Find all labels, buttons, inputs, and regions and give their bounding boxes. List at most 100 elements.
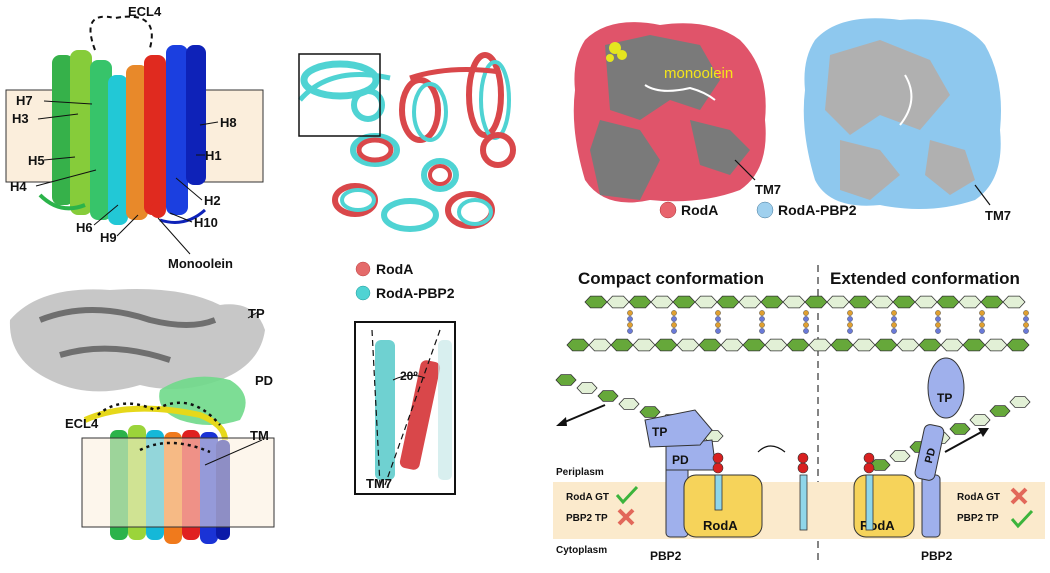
inset-tm7-label: TM7 bbox=[366, 476, 392, 491]
glycan-sugar bbox=[786, 338, 810, 352]
arrow-left bbox=[559, 404, 606, 425]
peptide-residue bbox=[759, 322, 765, 328]
leader-lines-a bbox=[35, 100, 219, 255]
peptide-residue bbox=[759, 310, 765, 316]
peptide-residue bbox=[891, 328, 897, 334]
glycan-sugar bbox=[826, 295, 850, 309]
glycan-sugar bbox=[918, 338, 942, 352]
glycan-sugar bbox=[848, 295, 872, 309]
label-pd-d: PD bbox=[255, 373, 273, 388]
glycan-sugar bbox=[852, 338, 876, 352]
label-h7: H7 bbox=[16, 93, 33, 108]
label-tp-d: TP bbox=[248, 306, 265, 321]
glycan-sugar bbox=[962, 338, 986, 352]
glycan-strand-top bbox=[584, 295, 1026, 309]
glycan-sugar bbox=[940, 338, 964, 352]
cross-icon bbox=[617, 508, 635, 526]
ecl4-loop-a bbox=[89, 15, 153, 51]
ecl4-dotted-d2 bbox=[139, 441, 211, 454]
panel-b: RodA RodA-PBP2 20º TM7 bbox=[298, 52, 516, 495]
legend-marker-roda-c bbox=[659, 201, 677, 219]
label-cytoplasm: Cytoplasm bbox=[556, 545, 607, 556]
peptide-stems bbox=[627, 310, 1029, 334]
peptide-residue bbox=[715, 310, 721, 316]
peptide-residue bbox=[847, 310, 853, 316]
glycan-sugar bbox=[555, 374, 577, 386]
leader-tm7-right bbox=[974, 184, 991, 206]
membrane-box-d bbox=[81, 437, 275, 528]
panel-a: ECL4 H7 H3 H5 H4 H6 H9 H8 H1 H2 H10 Mono… bbox=[5, 4, 264, 271]
label-h9: H9 bbox=[100, 230, 117, 245]
peptide-residue bbox=[627, 310, 633, 316]
label-tp-left: TP bbox=[652, 425, 667, 439]
glycan-sugar bbox=[672, 295, 696, 309]
glycan-sugar bbox=[804, 295, 828, 309]
peptide-residue bbox=[715, 316, 721, 322]
label-periplasm: Periplasm bbox=[556, 467, 604, 478]
arrowhead-left bbox=[556, 417, 567, 426]
overlay-structure-b bbox=[298, 52, 516, 232]
peptide-residue bbox=[803, 328, 809, 334]
peptide-residue bbox=[935, 310, 941, 316]
label-pd-left: PD bbox=[672, 453, 689, 467]
label-h10: H10 bbox=[194, 215, 218, 230]
glycan-sugar bbox=[676, 338, 700, 352]
label-monoolein-c: monoolein bbox=[664, 65, 733, 82]
peptide-residue bbox=[935, 328, 941, 334]
peptide-residue bbox=[847, 322, 853, 328]
glycan-sugar bbox=[738, 295, 762, 309]
label-tm7-left: TM7 bbox=[755, 182, 781, 197]
panel-e: Compact conformation Extended conformati… bbox=[553, 265, 1045, 563]
ecl4-dotted-d bbox=[97, 401, 221, 426]
peptide-residue bbox=[803, 316, 809, 322]
peptide-residue bbox=[891, 310, 897, 316]
glycan-sugar bbox=[576, 382, 598, 394]
peptide-residue bbox=[1023, 316, 1029, 322]
glycan-sugar bbox=[1009, 396, 1031, 408]
peptide-residue bbox=[759, 328, 765, 334]
label-h1: H1 bbox=[205, 148, 222, 163]
legend-label-rodapbp2-c: RodA-PBP2 bbox=[778, 202, 857, 218]
inset-angle-label: 20º bbox=[400, 369, 418, 383]
label-pbp2-right: PBP2 bbox=[921, 549, 953, 563]
glycan-sugar bbox=[632, 338, 656, 352]
glycan-sugar bbox=[698, 338, 722, 352]
legend-marker-rodapbp2-c bbox=[756, 201, 774, 219]
leader-tm7-left bbox=[734, 159, 756, 181]
label-h8: H8 bbox=[220, 115, 237, 130]
zoom-box-b bbox=[298, 53, 381, 137]
glycan-sugar bbox=[742, 338, 766, 352]
peptide-residue bbox=[803, 310, 809, 316]
surface-roda bbox=[573, 22, 766, 203]
peptide-residue bbox=[627, 316, 633, 322]
glycan-sugar bbox=[874, 338, 898, 352]
tm7-inset: 20º TM7 bbox=[354, 321, 456, 495]
peptide-residue bbox=[979, 322, 985, 328]
glycan-sugar bbox=[1002, 295, 1026, 309]
glycan-sugar bbox=[914, 295, 938, 309]
peptide-residue bbox=[979, 328, 985, 334]
label-rodagt-left: RodA GT bbox=[566, 492, 609, 503]
label-ecl4-a: ECL4 bbox=[128, 4, 162, 19]
glycan-sugar bbox=[639, 406, 661, 418]
peptide-residue bbox=[891, 316, 897, 322]
label-pbp2tp-left: PBP2 TP bbox=[566, 513, 608, 524]
peptide-residue bbox=[671, 322, 677, 328]
glycan-sugar bbox=[1006, 338, 1030, 352]
glycan-sugar bbox=[654, 338, 678, 352]
glycan-sugar bbox=[958, 295, 982, 309]
check-icon bbox=[1010, 509, 1034, 529]
panel-d: TP PD ECL4 TM bbox=[9, 289, 275, 544]
glycan-sugar bbox=[830, 338, 854, 352]
peptide-residue bbox=[715, 322, 721, 328]
peptide-residue bbox=[1023, 328, 1029, 334]
leader-tm-d bbox=[204, 439, 263, 466]
glycan-sugar bbox=[764, 338, 788, 352]
glycan-sugar bbox=[628, 295, 652, 309]
glycan-sugar bbox=[870, 295, 894, 309]
peptide-residue bbox=[759, 316, 765, 322]
glycan-sugar bbox=[720, 338, 744, 352]
label-monoolein-a: Monoolein bbox=[168, 256, 233, 271]
peptide-residue bbox=[803, 322, 809, 328]
